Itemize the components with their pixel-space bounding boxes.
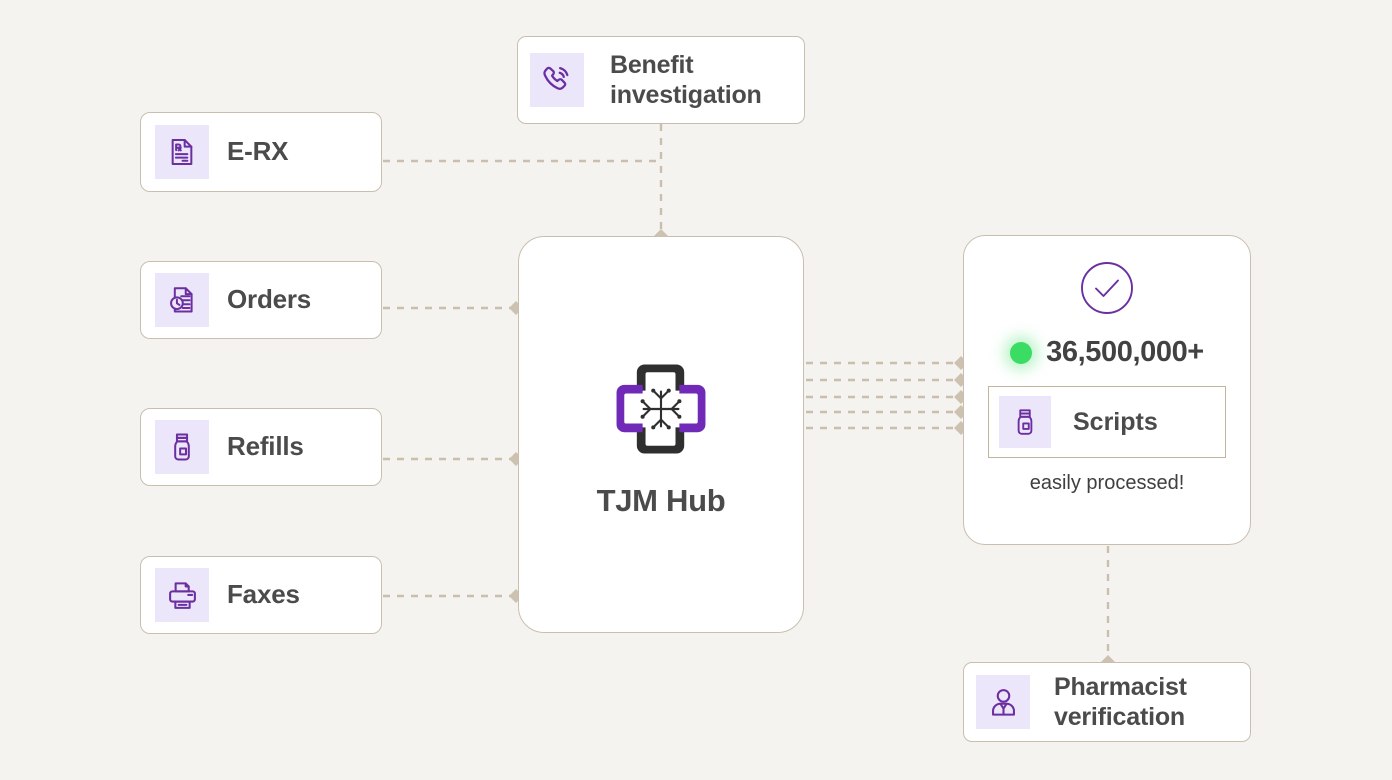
green-status-dot: [1010, 341, 1033, 364]
check-circle-icon: [1081, 262, 1133, 314]
script-count-row: 36,500,000+: [1010, 336, 1204, 369]
card-erx-label: E-RX: [227, 136, 289, 167]
card-refills-label: Refills: [227, 431, 304, 462]
card-refills[interactable]: Refills: [140, 408, 382, 486]
phone-call-icon: [530, 53, 584, 107]
card-benefit-label: Benefit investigation: [610, 50, 762, 110]
scripts-box[interactable]: Scripts: [988, 386, 1226, 458]
card-faxes-label: Faxes: [227, 579, 300, 610]
card-result-summary[interactable]: 36,500,000+ Scripts easily processed!: [963, 235, 1251, 545]
hub-title: TJM Hub: [596, 482, 726, 518]
medicine-vial-icon: [155, 420, 209, 474]
card-orders[interactable]: Orders: [140, 261, 382, 339]
card-faxes[interactable]: Faxes: [140, 556, 382, 634]
script-count-value: 36,500,000+: [1046, 336, 1204, 368]
medical-cross-circuit-logo: [616, 364, 706, 453]
printer-fax-icon: [155, 568, 209, 622]
card-orders-label: Orders: [227, 284, 312, 315]
card-erx[interactable]: E-RX: [140, 112, 382, 192]
scripts-label: Scripts: [1073, 407, 1158, 436]
card-benefit-investigation[interactable]: Benefit investigation: [517, 36, 805, 124]
card-pharmacist-label: Pharmacist verification: [1054, 672, 1187, 732]
card-tjm-hub[interactable]: TJM Hub: [518, 236, 804, 633]
card-pharmacist-verification[interactable]: Pharmacist verification: [963, 662, 1251, 742]
result-caption: easily processed!: [1029, 472, 1185, 494]
medicine-vial-icon: [999, 396, 1051, 448]
person-user-icon: [976, 675, 1030, 729]
document-clock-icon: [155, 273, 209, 327]
prescription-document-icon: [155, 125, 209, 179]
